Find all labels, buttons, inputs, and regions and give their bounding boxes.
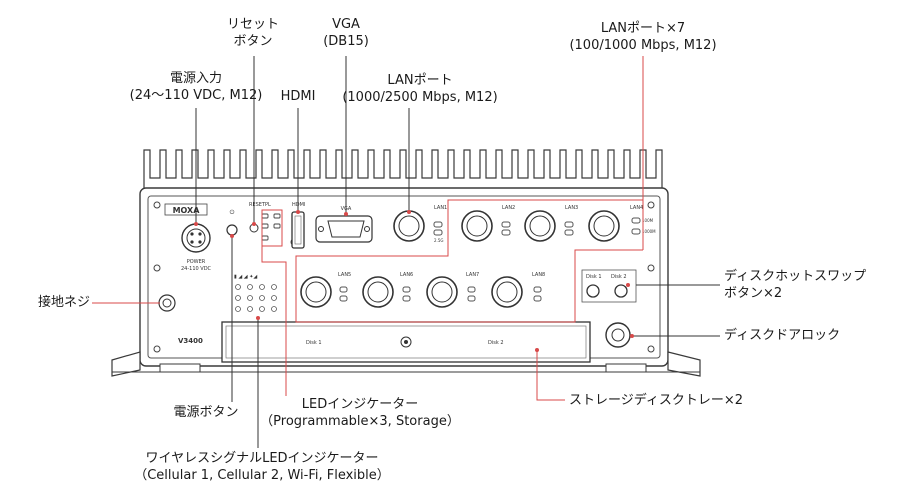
lan5-text: LAN5 (338, 272, 351, 278)
lan-port-5[interactable] (300, 276, 332, 308)
label-ground-screw: 接地ネジ (38, 294, 90, 311)
label-tray-line1: ストレージディスクトレー×2 (569, 393, 743, 408)
panel-screws (153, 201, 655, 353)
label-vga-line1: VGA (332, 17, 360, 32)
lan-port-7[interactable] (426, 276, 458, 308)
speed-25g-text: 2.5G (434, 238, 443, 243)
brand-logo: MOXA (173, 206, 201, 215)
label-led-line1: LEDインジケーター (301, 397, 419, 412)
lan1-text: LAN1 (434, 205, 447, 211)
callout-lines (92, 56, 720, 448)
lan2-text: LAN2 (502, 205, 515, 211)
label-storage-tray: ストレージディスクトレー×2 (569, 392, 743, 409)
lan8-text: LAN8 (532, 272, 545, 278)
disk1-button-text: Disk 1 (586, 274, 602, 280)
label-led-line2: （Programmable×3, Storage） (260, 414, 460, 429)
reset-text: RESET (249, 202, 266, 208)
label-lan2500-line2: (1000/2500 Mbps, M12) (342, 90, 498, 105)
label-powerbtn-line1: 電源ボタン (173, 405, 239, 420)
hdmi-text: HDMI (292, 202, 305, 208)
lan-port-2500[interactable] (393, 210, 425, 242)
label-vga-line2: (DB15) (323, 34, 369, 49)
label-disklock-line1: ディスクドアロック (724, 328, 841, 343)
mounting-bracket (111, 351, 701, 377)
label-lan-2500: LANポート (1000/2500 Mbps, M12) (342, 72, 497, 106)
disk-door-lock[interactable] (605, 322, 631, 348)
label-power-line2: (24～110 VDC, M12) (129, 88, 263, 103)
label-lan2500-line1: LANポート (387, 73, 453, 88)
disk2-button-text: Disk 2 (611, 274, 627, 280)
model-text: V3400 (178, 337, 203, 345)
label-reset-button: リセット ボタン (227, 16, 279, 50)
label-hot-swap: ディスクホットスワップ ボタン×2 (724, 268, 866, 302)
lan-port-2[interactable] (461, 210, 493, 242)
label-lan7-line2: (100/1000 Mbps, M12) (569, 38, 717, 53)
disk1-hotswap-button[interactable] (586, 284, 600, 298)
label-reset-line1: リセット (226, 17, 280, 32)
label-hdmi-line1: HDMI (280, 89, 316, 104)
lan-port-8[interactable] (491, 276, 523, 308)
label-lan7-line1: LANポート×7 (600, 21, 686, 36)
label-lan7: LANポート×7 (100/1000 Mbps, M12) (569, 20, 716, 54)
lan-port-6[interactable] (362, 276, 394, 308)
label-disk-lock: ディスクドアロック (724, 327, 840, 344)
svg-text:⏻: ⏻ (230, 209, 235, 216)
label-ground-line1: 接地ネジ (37, 295, 90, 310)
lan-port-4[interactable] (588, 210, 620, 242)
power-connector[interactable] (181, 223, 211, 253)
tray-disk1-text: Disk 1 (306, 340, 322, 346)
ground-screw (158, 294, 176, 312)
label-hotswap-line2: ボタン×2 (724, 286, 783, 301)
led-indicator-group (261, 213, 281, 241)
label-power-button: 電源ボタン (173, 404, 238, 421)
label-wireless-line1: ワイヤレスシグナルLEDインジケーター (145, 451, 379, 466)
label-vga: VGA (DB15) (323, 16, 369, 50)
wireless-led-grid: ▮ ◢ ◢ ✦◢ (234, 274, 277, 312)
lan3-text: LAN3 (565, 205, 578, 211)
power-button-shape[interactable] (226, 224, 238, 236)
label-wireless-line2: （Cellular 1, Cellular 2, Wi-Fi, Flexible… (134, 468, 390, 483)
lan4-text: LAN4 (630, 205, 643, 211)
pl-text: PL (265, 202, 271, 208)
power-text: POWER (187, 259, 206, 265)
speed-100-text: 100M (642, 218, 654, 223)
vga-port[interactable] (315, 215, 373, 243)
label-power-input: 電源入力 (24～110 VDC, M12) (130, 70, 263, 104)
tray-disk2-text: Disk 2 (488, 340, 504, 346)
svg-text:▮ ◢ ◢ ✦◢: ▮ ◢ ◢ ✦◢ (234, 274, 257, 280)
label-power-line1: 電源入力 (169, 71, 223, 86)
label-led-indicators: LEDインジケーター （Programmable×3, Storage） (260, 396, 460, 430)
disk2-hotswap-button[interactable] (614, 284, 628, 298)
heat-sink-fins (143, 149, 663, 191)
label-hdmi: HDMI (281, 88, 316, 105)
speed-1000-text: 1000M (642, 229, 656, 234)
lan6-text: LAN6 (400, 272, 413, 278)
power-spec-text: 24-110 VDC (181, 266, 212, 272)
label-reset-line2: ボタン (233, 34, 273, 49)
lan-port-3[interactable] (524, 210, 556, 242)
lan7-text: LAN7 (466, 272, 479, 278)
label-hotswap-line1: ディスクホットスワップ (724, 269, 867, 284)
label-wireless-led: ワイヤレスシグナルLEDインジケーター （Cellular 1, Cellula… (134, 450, 390, 484)
